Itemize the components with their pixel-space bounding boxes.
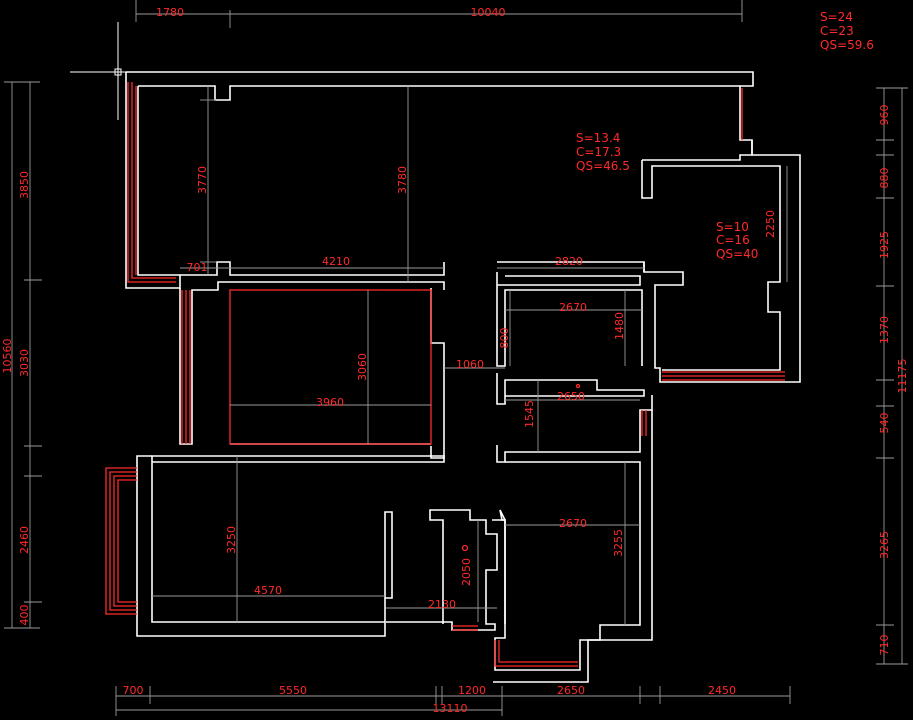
dim-right-d2: 880: [878, 168, 891, 189]
wall-bath1-outer: [497, 261, 645, 272]
dim-right-d7: 710: [878, 635, 891, 656]
window-living-left: [127, 82, 176, 283]
dim-top-b: 10040: [471, 6, 506, 19]
dim-bath1-w: 2670: [559, 301, 587, 314]
wall-bath2-b: [496, 395, 653, 463]
dim-right-total: 11175: [896, 359, 909, 394]
wall-living-left: [125, 72, 445, 289]
dim-living-h2: 3780: [396, 166, 409, 194]
dim-left-total: 10560: [1, 339, 14, 374]
wall-bath1-inner: [497, 275, 641, 286]
wall-bed2: [136, 455, 445, 637]
dim-bottom-d1: 700: [123, 684, 144, 697]
window-bed3-bay-2: [498, 640, 578, 663]
dim-room3-w: 2670: [559, 517, 587, 530]
stat-living-qs: QS=46.5: [576, 159, 630, 173]
dimension-labels: 1780 10040 10560 3850 3030 2460 400 960 …: [1, 6, 909, 715]
fixture-bath-drain: [575, 383, 581, 389]
stat-top-right-c: C=23: [820, 24, 854, 38]
dim-kitchen-w: 2130: [428, 598, 456, 611]
dim-room2-w: 4570: [254, 584, 282, 597]
wall-top-inner: [138, 85, 740, 101]
stat-top-right-qs: QS=59.6: [820, 38, 874, 52]
window-bed3-bay: [494, 640, 578, 667]
bed1-room-outline: [229, 289, 432, 445]
dimension-lines: [4, 0, 908, 716]
dim-room3-h: 3255: [612, 529, 625, 557]
wall-bed3-outer: [493, 410, 653, 683]
dim-w701: 701: [187, 261, 208, 274]
wall-bed1-right: [430, 288, 445, 459]
dim-w4210: 4210: [322, 255, 350, 268]
dim-passage-w: 1060: [456, 358, 484, 371]
wall-bath2: [496, 373, 645, 405]
stat-balcony-c: C=16: [716, 233, 750, 247]
dim-bath1-v: 800: [498, 328, 511, 349]
wall-balcony-inner: [642, 140, 753, 161]
dim-top-a: 1780: [156, 6, 184, 19]
stat-balcony-qs: QS=40: [716, 247, 758, 261]
window-bed2-bay-2: [109, 471, 137, 611]
dim-w2820: 2820: [555, 255, 583, 268]
dim-room1-w: 3960: [316, 396, 344, 409]
wall-living-left-inner: [137, 86, 180, 276]
dim-bath2-w: 2650: [557, 390, 585, 403]
dim-right-d6: 3265: [878, 531, 891, 559]
wall-kitchen: [386, 509, 498, 631]
window-bed2-bay-4: [117, 479, 137, 603]
fixture-kitchen-drain: [461, 544, 469, 552]
wall-bed3: [492, 461, 641, 671]
dim-left-d1: 3850: [18, 171, 31, 199]
dim-bath2-h: 1545: [523, 400, 536, 428]
dim-balcony-v: 2250: [764, 210, 777, 238]
dim-bottom-d3: 1200: [458, 684, 486, 697]
dim-right-d4: 1370: [878, 316, 891, 344]
window-bed2-bay-3: [113, 475, 137, 607]
crosshair-cursor[interactable]: [70, 22, 165, 120]
dim-bottom-total: 13110: [433, 702, 468, 715]
dim-kitchen-h: 2050: [460, 558, 473, 586]
wall-top-outer: [126, 71, 801, 383]
dim-bath1-h: 1480: [613, 312, 626, 340]
wall-bed1-top: [179, 281, 445, 445]
dim-bottom-d2: 5550: [279, 684, 307, 697]
wall-bed2-outer: [136, 455, 152, 466]
dim-bottom-d4: 2650: [557, 684, 585, 697]
dim-room1-h: 3060: [356, 353, 369, 381]
stat-living-s: S=13.4: [576, 131, 620, 145]
dim-right-d3: 1925: [878, 231, 891, 259]
dim-room2-h: 3250: [225, 526, 238, 554]
window-bed2-bay: [105, 467, 137, 615]
stat-living-c: C=17.3: [576, 145, 621, 159]
stat-balcony-s: S=10: [716, 220, 749, 234]
area-stats: S=24 C=23 QS=59.6 S=13.4 C=17.3 QS=46.5 …: [576, 10, 874, 261]
dim-right-d5: 540: [878, 413, 891, 434]
window-living-left-2: [131, 82, 176, 279]
windows: [105, 82, 785, 667]
dim-left-d3: 2460: [18, 526, 31, 554]
stat-top-right-s: S=24: [820, 10, 853, 24]
dim-left-d4: 400: [18, 605, 31, 626]
dim-left-d2: 3030: [18, 349, 31, 377]
dim-right-d1: 960: [878, 105, 891, 126]
dim-bottom-d5: 2450: [708, 684, 736, 697]
walls: [125, 71, 801, 683]
wall-balcony-right-inner: [641, 160, 781, 371]
dim-living-h1: 3770: [196, 166, 209, 194]
wall-bath1: [496, 272, 643, 367]
